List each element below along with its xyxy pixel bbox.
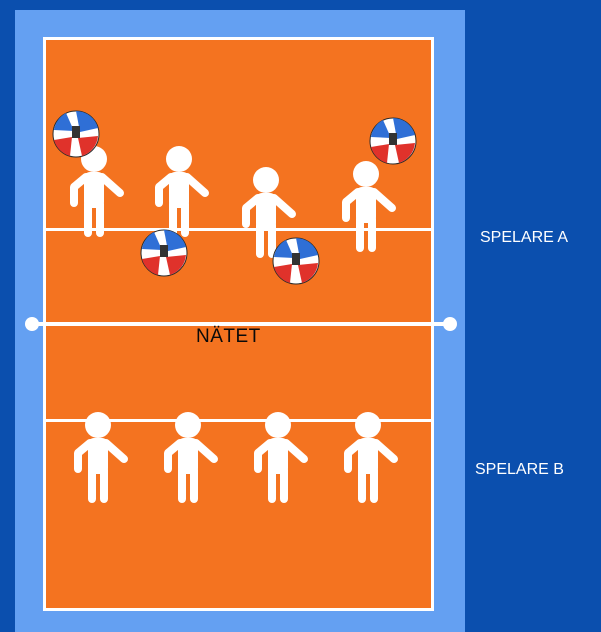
volleyball-icon	[52, 110, 100, 158]
person-icon	[344, 412, 398, 503]
person-icon	[242, 167, 296, 258]
person-icon	[155, 146, 209, 237]
person-icon	[164, 412, 218, 503]
net-post-right	[443, 317, 457, 331]
volleyball-icon	[140, 229, 188, 277]
volleyball-icon	[369, 117, 417, 165]
person-icon	[74, 412, 128, 503]
net-label: NÄTET	[196, 326, 261, 347]
net	[32, 322, 450, 326]
attack-line-a	[46, 228, 431, 231]
attack-line-b	[46, 419, 431, 422]
person-icon	[254, 412, 308, 503]
person-icon	[70, 146, 124, 237]
team-b-label: SPELARE B	[475, 461, 564, 478]
team-a-label: SPELARE A	[480, 229, 569, 246]
volleyball-icon	[272, 237, 320, 285]
person-icon	[342, 161, 396, 252]
net-post-left	[25, 317, 39, 331]
